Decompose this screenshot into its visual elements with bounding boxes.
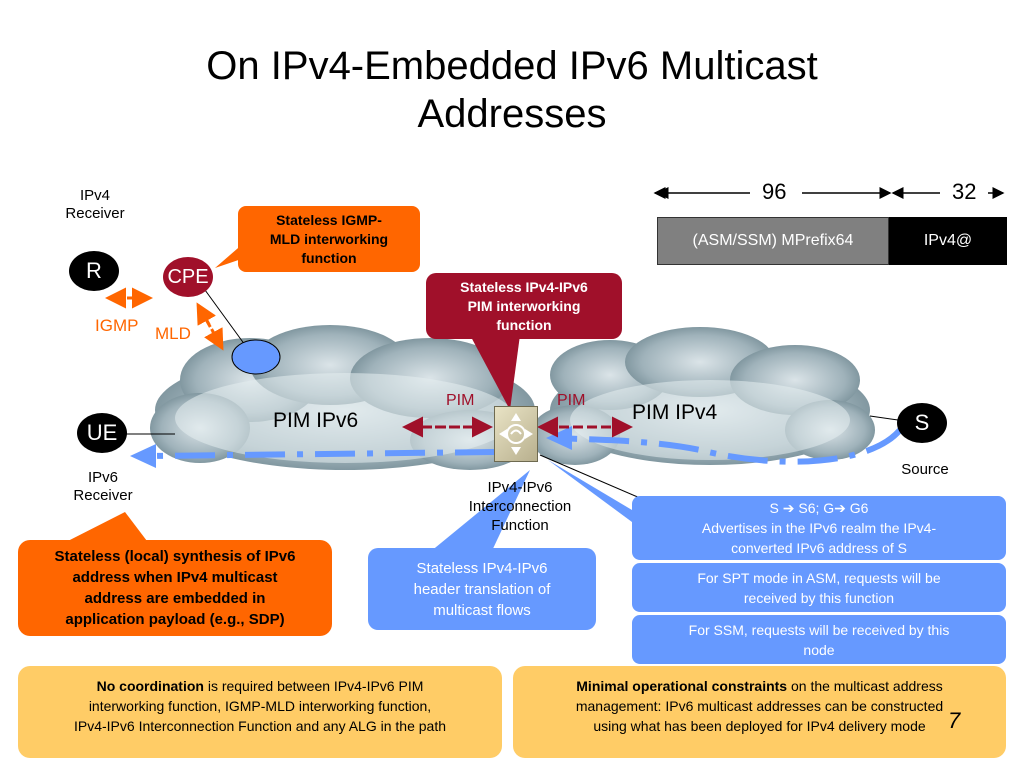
callout-header-line-2: header translation of xyxy=(413,580,551,598)
title-line-2: Addresses xyxy=(417,92,607,136)
callout-igmp-line-3: function xyxy=(301,249,357,266)
callout-synthesis-line-3: address are embedded in xyxy=(84,590,266,607)
callout-tail xyxy=(470,335,520,410)
note-right-bold: Minimal operational constraints xyxy=(576,678,788,694)
slide-title: On IPv4-Embedded IPv6 Multicast Addresse… xyxy=(0,42,1024,138)
note-no-coordination: No coordination is required between IPv4… xyxy=(18,666,502,758)
router-icon xyxy=(231,339,281,375)
callout-tail xyxy=(60,512,150,545)
cloud-pim-ipv6 xyxy=(150,325,535,470)
title-line-1: On IPv4-Embedded IPv6 Multicast xyxy=(206,44,818,88)
bits-prefix-label: 96 xyxy=(762,179,787,204)
mld-label: MLD xyxy=(155,324,191,343)
callout-tail xyxy=(548,460,632,522)
interconnection-device-icon xyxy=(494,406,538,462)
note-right-line-2: management: IPv6 multicast addresses can… xyxy=(575,698,944,714)
cloud-ipv6-label: PIM IPv6 xyxy=(273,409,359,432)
callout-pim-interworking: Stateless IPv4-IPv6 PIM interworking fun… xyxy=(426,273,622,339)
pim-left-label: PIM xyxy=(446,392,475,409)
info-box2-line-2: received by this function xyxy=(743,589,895,606)
callout-header-translation: Stateless IPv4-IPv6 header translation o… xyxy=(368,548,596,630)
info-box-ssm: For SSM, requests will be received by th… xyxy=(632,615,1006,664)
callout-pim-line-1: Stateless IPv4-IPv6 xyxy=(460,278,588,295)
ipv4-bar: IPv4@ xyxy=(889,217,1007,265)
node-ue: UE xyxy=(77,413,127,453)
node-cpe: CPE xyxy=(163,257,213,297)
source-label: Source xyxy=(901,461,949,478)
callout-pim-line-3: function xyxy=(496,316,552,333)
callout-igmp-line-1: Stateless IGMP- xyxy=(276,211,382,228)
note-left-line-2: interworking function, IGMP-MLD interwor… xyxy=(88,698,432,714)
ipv4-receiver-label: IPv4 Receiver xyxy=(50,187,140,223)
ipv4-receiver-line-1: IPv4 xyxy=(79,187,110,204)
callout-header-line-3: multicast flows xyxy=(433,601,531,619)
callout-synthesis-line-4: application payload (e.g., SDP) xyxy=(65,611,285,628)
note-left-line-3: IPv4-IPv6 Interconnection Function and a… xyxy=(73,718,446,734)
info-box3-line-2: node xyxy=(803,641,835,658)
callout-tail xyxy=(430,470,530,555)
callout-synthesis-line-2: address when IPv4 multicast xyxy=(72,569,278,586)
node-r: R xyxy=(69,251,119,291)
ipv4-receiver-line-2: Receiver xyxy=(65,205,125,222)
info-box1-line-2: Advertises in the IPv6 realm the IPv4- xyxy=(701,520,937,536)
callout-pim-line-2: PIM interworking xyxy=(467,297,581,314)
igmp-label: IGMP xyxy=(95,316,139,335)
note-right-line-1: on the multicast address xyxy=(787,678,943,694)
info-box3-line-1: For SSM, requests will be received by th… xyxy=(688,621,950,638)
bits-ipv4-label: 32 xyxy=(952,179,977,204)
icf-line-3: Function xyxy=(491,517,549,534)
note-operational-constraints: Minimal operational constraints on the m… xyxy=(513,666,1006,758)
info-box-advertise: S ➔ S6; G➔ G6 Advertises in the IPv6 rea… xyxy=(632,496,1006,560)
ipv6-receiver-line-1: IPv6 xyxy=(87,469,118,486)
page-number: 7 xyxy=(948,708,961,733)
note-right-line-3: using what has been deployed for IPv4 de… xyxy=(593,718,926,734)
callout-igmp-mld-interworking: Stateless IGMP- MLD interworking functio… xyxy=(238,206,420,272)
info-box1-line-1: S ➔ S6; G➔ G6 xyxy=(769,500,869,516)
ipv6-receiver-line-2: Receiver xyxy=(73,487,133,504)
icf-line-2: Interconnection xyxy=(468,498,572,515)
callout-igmp-line-2: MLD interworking xyxy=(269,230,389,247)
info-box-spt: For SPT mode in ASM, requests will be re… xyxy=(632,563,1006,612)
note-left-bold: No coordination xyxy=(96,678,204,694)
node-s: S xyxy=(897,403,947,443)
callout-synthesis-line-1: Stateless (local) synthesis of IPv6 xyxy=(54,548,296,565)
prefix-bar: (ASM/SSM) MPrefix64 xyxy=(657,217,889,265)
icf-line-1: IPv4-IPv6 xyxy=(487,479,553,496)
info-box1-line-3: converted IPv6 address of S xyxy=(731,540,907,556)
pim-right-label: PIM xyxy=(557,392,586,409)
info-box2-line-1: For SPT mode in ASM, requests will be xyxy=(697,569,941,586)
interconnection-function-label: IPv4-IPv6 Interconnection Function xyxy=(450,478,590,535)
cloud-pim-ipv4 xyxy=(530,327,875,465)
callout-header-line-1: Stateless IPv4-IPv6 xyxy=(416,559,548,577)
ipv6-receiver-label: IPv6 Receiver xyxy=(58,469,148,505)
cloud-ipv4-label: PIM IPv4 xyxy=(632,401,718,424)
note-left-line-1: is required between IPv4-IPv6 PIM xyxy=(203,678,424,694)
callout-local-synthesis: Stateless (local) synthesis of IPv6 addr… xyxy=(18,540,332,636)
